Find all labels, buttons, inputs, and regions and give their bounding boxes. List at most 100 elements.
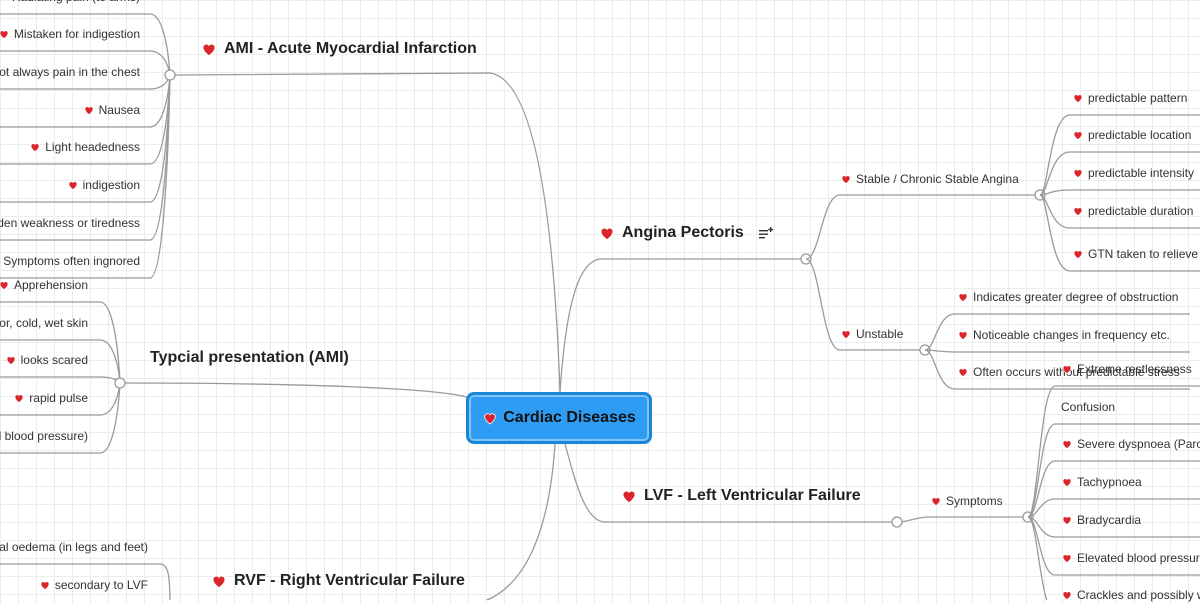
connector-symptoms	[896, 516, 1028, 523]
connector-unstable-item	[924, 349, 1190, 353]
stable-item-label: GTN taken to relieve symptoms	[1088, 247, 1200, 261]
connector-lvf	[564, 443, 897, 523]
notes-icon[interactable]	[758, 226, 774, 242]
symptom-item-label: Crackles and possibly wheezes	[1077, 588, 1200, 602]
ami-item[interactable]: Not always pain in the chest	[0, 63, 140, 81]
ami-item-label: Radiating pain (to arms)	[12, 0, 140, 6]
heart-icon	[212, 575, 226, 589]
heart-icon	[484, 413, 496, 425]
heart-icon	[68, 181, 77, 190]
central-topic[interactable]: Cardiac Diseases	[466, 392, 652, 444]
heart-icon	[30, 143, 40, 152]
symptom-item[interactable]: Tachypnoea	[1061, 473, 1142, 491]
branch-angina[interactable]: Angina Pectoris	[598, 224, 744, 242]
typical-item-label: Pallor, cold, wet skin	[0, 316, 88, 330]
branch-lvf[interactable]: LVF - Left Ventricular Failure	[620, 487, 861, 505]
connector-symptom-item	[1027, 423, 1200, 518]
stable-item[interactable]: predictable duration	[1072, 202, 1193, 220]
connector-ami-item	[149, 13, 171, 76]
unstable-item[interactable]: Noticeable changes in frequency etc.	[957, 326, 1170, 344]
typical-item-label: Apprehension	[13, 278, 88, 292]
ami-item-label: Symptoms often ingnored	[3, 254, 140, 268]
rvf-item-label: Peripheral oedema (in legs and feet)	[0, 540, 148, 554]
ami-item[interactable]: Light headedness	[29, 138, 140, 156]
connector-symptom-item	[1027, 460, 1200, 518]
symptom-item-label: Severe dyspnoea (Paroxysmal)	[1077, 437, 1200, 451]
typical-item[interactable]: Apprehension	[0, 276, 88, 294]
unstable-item[interactable]: Indicates greater degree of obstruction	[957, 288, 1178, 306]
connector-stable	[805, 194, 1040, 260]
symptom-item[interactable]: Severe dyspnoea (Paroxysmal)	[1061, 435, 1200, 453]
angina-stable-label: Stable / Chronic Stable Angina	[856, 172, 1019, 186]
typical-item-label: rapid pulse	[29, 391, 88, 405]
ami-item[interactable]: Mistaken for indigestion	[0, 25, 140, 43]
symptom-item[interactable]: Bradycardia	[1061, 511, 1141, 529]
heart-icon	[1062, 516, 1072, 525]
connector-rvf	[484, 443, 556, 600]
lvf-collapse-toggle[interactable]	[891, 516, 903, 528]
heart-icon	[622, 490, 636, 504]
heart-icon	[1062, 554, 1072, 563]
branch-typical-label: Typcial presentation (AMI)	[150, 349, 349, 366]
angina-stable[interactable]: Stable / Chronic Stable Angina	[840, 170, 1019, 188]
heart-icon	[1062, 440, 1072, 449]
lvf-symptoms-label: Symptoms	[946, 494, 1003, 508]
heart-icon	[0, 30, 9, 39]
branch-rvf[interactable]: RVF - Right Ventricular Failure	[210, 572, 465, 590]
typical-item[interactable]: Pallor, cold, wet skin	[0, 314, 88, 332]
ami-collapse-toggle[interactable]	[164, 69, 176, 81]
symptom-item[interactable]: Crackles and possibly wheezes	[1061, 586, 1200, 604]
typical-collapse-toggle[interactable]	[114, 377, 126, 389]
ami-item-label: Nausea	[98, 103, 140, 117]
ami-item[interactable]: Symptoms often ingnored	[0, 252, 140, 270]
connector-angina	[559, 258, 806, 393]
rvf-item[interactable]: Peripheral oedema (in legs and feet)	[0, 538, 148, 556]
connector-unstable	[805, 258, 925, 351]
stable-item[interactable]: predictable intensity	[1072, 164, 1194, 182]
unstable-item[interactable]: Often occurs without predictable stress	[957, 363, 1180, 381]
branch-typical[interactable]: Typcial presentation (AMI)	[150, 349, 349, 367]
angina-unstable[interactable]: Unstable	[840, 325, 903, 343]
heart-icon	[0, 281, 9, 290]
symptom-item[interactable]: Extreme restlessness	[1061, 360, 1192, 378]
ami-item-label: Not always pain in the chest	[0, 65, 140, 79]
symptom-item-label: Extreme restlessness	[1077, 362, 1192, 376]
connector-stable-item	[1039, 151, 1200, 196]
stable-item[interactable]: GTN taken to relieve symptoms	[1072, 245, 1200, 263]
heart-icon	[202, 43, 216, 57]
symptom-item[interactable]: Elevated blood pressure	[1061, 549, 1200, 567]
heart-icon	[1062, 478, 1072, 487]
rvf-item[interactable]: secondary to LVF	[39, 576, 148, 594]
heart-icon	[841, 175, 851, 184]
typical-item[interactable]: (Lowered blood pressure)	[0, 427, 88, 445]
stable-item[interactable]: predictable pattern	[1072, 89, 1187, 107]
ami-item[interactable]: Radiating pain (to arms)	[12, 0, 140, 6]
stable-item[interactable]: predictable location	[1072, 126, 1191, 144]
ami-item[interactable]: Sudden weakness or tiredness	[0, 214, 140, 232]
ami-item-label: Sudden weakness or tiredness	[0, 216, 140, 230]
symptom-item[interactable]: Confusion	[1061, 398, 1115, 416]
central-topic-label: Cardiac Diseases	[503, 409, 636, 426]
branch-rvf-label: RVF - Right Ventricular Failure	[234, 572, 465, 589]
connector-symptom-item	[1027, 385, 1200, 518]
heart-icon	[1073, 250, 1083, 259]
typical-item-label: (Lowered blood pressure)	[0, 429, 88, 443]
connector-stable-item	[1039, 194, 1200, 272]
heart-icon	[1062, 591, 1072, 600]
heart-icon	[841, 330, 851, 339]
typical-item[interactable]: rapid pulse	[13, 389, 88, 407]
ami-item[interactable]: indigestion	[67, 176, 140, 194]
connector-symptom-item	[1027, 498, 1200, 518]
stable-item-label: predictable intensity	[1088, 166, 1195, 180]
lvf-symptoms[interactable]: Symptoms	[930, 492, 1003, 510]
ami-item[interactable]: Nausea	[83, 101, 140, 119]
branch-angina-label: Angina Pectoris	[622, 224, 744, 241]
typical-item[interactable]: looks scared	[5, 351, 88, 369]
heart-icon	[1073, 94, 1083, 103]
heart-icon	[84, 106, 93, 115]
heart-icon	[6, 356, 15, 365]
branch-ami[interactable]: AMI - Acute Myocardial Infarction	[200, 40, 477, 58]
heart-icon	[1073, 169, 1083, 178]
